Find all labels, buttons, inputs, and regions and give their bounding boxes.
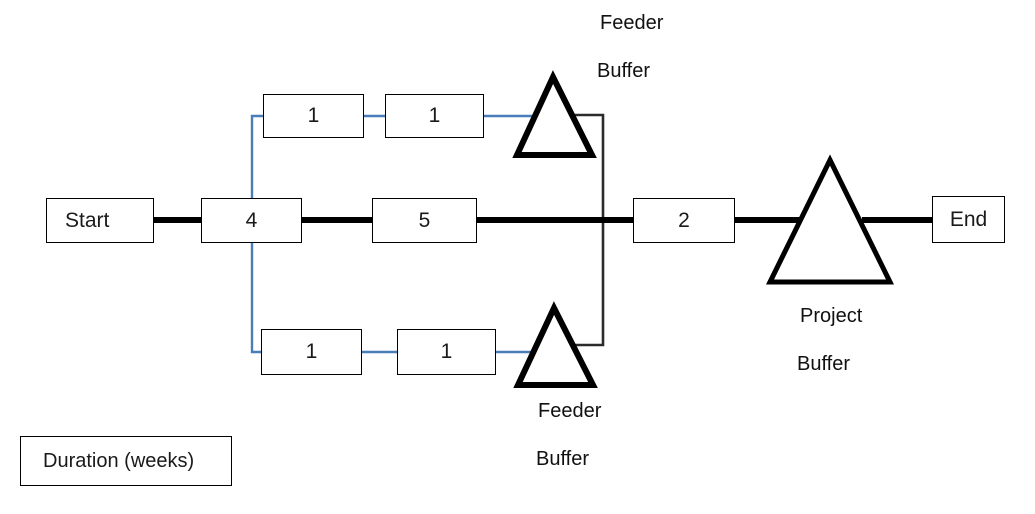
node-bottom-task-b[interactable]: 1 (397, 329, 496, 375)
node-task-2[interactable]: 2 (633, 198, 735, 243)
feeder-buffer-top-triangle (512, 70, 597, 158)
node-start-label: Start (65, 208, 110, 232)
feeder-buffer-bottom-triangle (513, 301, 598, 388)
feeder-buffer-bottom-label-line1: Feeder (538, 400, 602, 422)
node-top-task-a-label: 1 (307, 104, 320, 127)
node-bottom-task-a-label: 1 (305, 340, 318, 363)
node-task-4[interactable]: 4 (201, 198, 302, 243)
connector-split-to-bottom-chain (250, 220, 261, 354)
node-start[interactable]: Start (46, 198, 154, 243)
node-bottom-task-a[interactable]: 1 (261, 329, 362, 375)
project-buffer-triangle (765, 154, 895, 285)
feeder-buffer-top-label-line1: Feeder (600, 12, 664, 34)
node-end[interactable]: End (932, 196, 1005, 243)
node-top-task-a[interactable]: 1 (263, 94, 364, 138)
node-task-2-label: 2 (678, 208, 690, 232)
project-buffer-label-line1: Project (800, 305, 863, 327)
node-top-task-b-label: 1 (428, 104, 441, 127)
project-buffer-label-line2: Buffer (797, 353, 850, 375)
node-task-5-label: 5 (418, 208, 431, 232)
node-task-4-label: 4 (245, 208, 258, 232)
node-top-task-b[interactable]: 1 (385, 94, 484, 138)
node-bottom-task-b-label: 1 (440, 340, 453, 363)
connector-bottom-buffer-to-chain (572, 220, 605, 347)
feeder-buffer-bottom-label-line2: Buffer (536, 448, 589, 470)
connector-top-buffer-to-chain (570, 113, 605, 220)
duration-legend-box: Duration (weeks) (20, 436, 232, 486)
feeder-buffer-top-label-line2: Buffer (597, 60, 650, 82)
duration-legend-label: Duration (weeks) (43, 449, 195, 472)
node-end-label: End (949, 207, 988, 231)
node-task-5[interactable]: 5 (372, 198, 477, 243)
connector-split-to-top-chain (250, 114, 263, 220)
